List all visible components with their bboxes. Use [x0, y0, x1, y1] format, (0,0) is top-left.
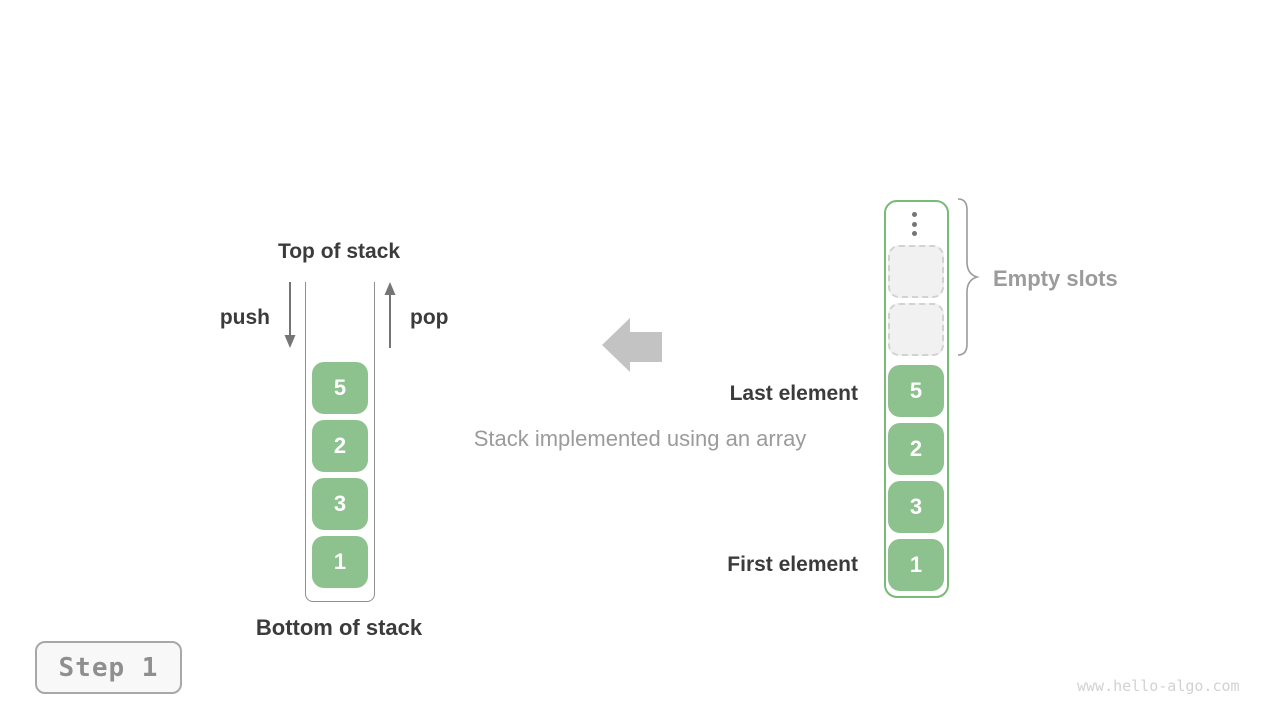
stack-element: 1 — [312, 536, 368, 588]
array-element: 3 — [888, 481, 944, 533]
pop-label: pop — [410, 306, 449, 329]
push-label: push — [219, 306, 270, 329]
stack-container — [305, 282, 375, 602]
brace-icon — [957, 198, 980, 356]
first-element-label: First element — [727, 553, 858, 576]
caption-text: Stack implemented using an array — [473, 426, 807, 451]
stack-element: 2 — [312, 420, 368, 472]
step-badge: Step 1 — [35, 641, 182, 694]
last-element-label: Last element — [729, 382, 858, 405]
push-arrow-icon — [284, 282, 296, 348]
bottom-of-stack-label: Bottom of stack — [255, 615, 423, 640]
array-element: 1 — [888, 539, 944, 591]
stack-element: 5 — [312, 362, 368, 414]
array-element: 5 — [888, 365, 944, 417]
watermark-text: www.hello-algo.com — [1077, 677, 1240, 695]
pop-arrow-icon — [384, 282, 396, 348]
empty-slot — [888, 245, 944, 298]
empty-slot — [888, 303, 944, 356]
left-arrow-icon — [602, 318, 662, 372]
stack-element: 3 — [312, 478, 368, 530]
empty-slots-label: Empty slots — [993, 266, 1118, 291]
array-element: 2 — [888, 423, 944, 475]
vertical-ellipsis-icon — [912, 212, 917, 236]
top-of-stack-label: Top of stack — [277, 240, 401, 263]
